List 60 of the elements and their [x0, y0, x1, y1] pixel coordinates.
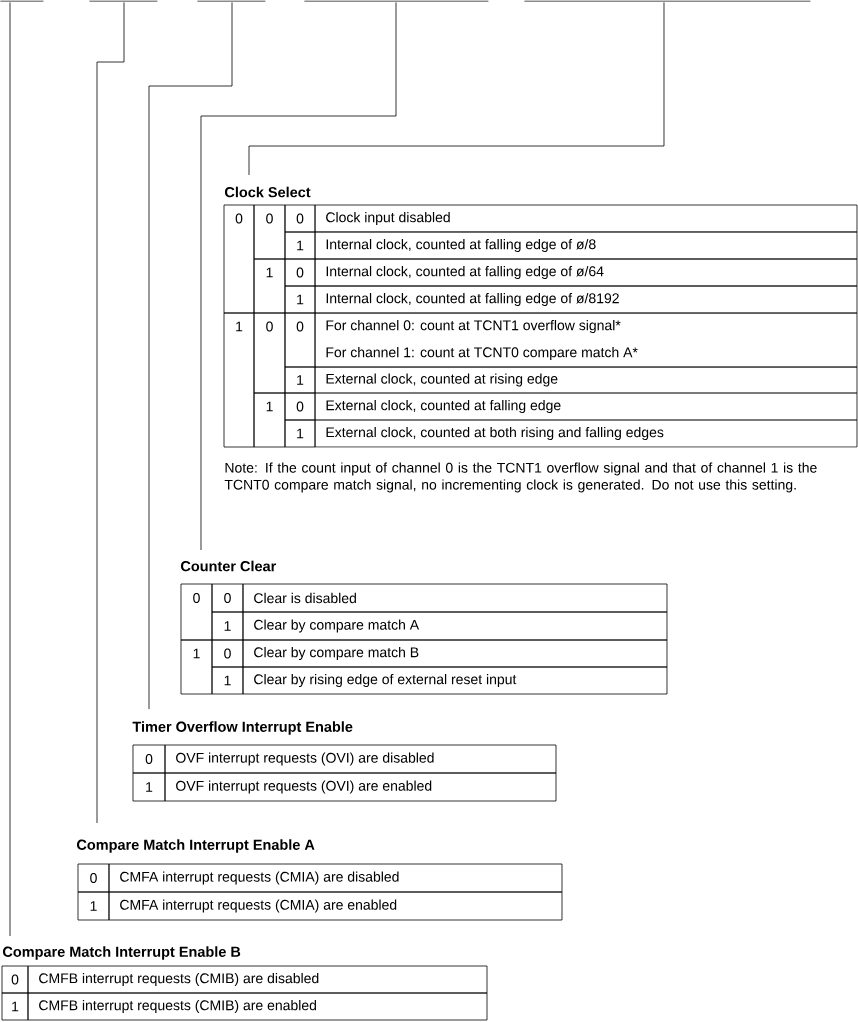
table-cell: 1: [253, 392, 286, 448]
table-cell: 1: [284, 419, 316, 448]
register-bit-line: [304, 0, 489, 2]
table-cell: 1: [284, 366, 316, 394]
leader-line: [148, 2, 233, 710]
table-heading: Clock Select: [225, 186, 311, 198]
leader-line: [96, 2, 125, 824]
table-cell: 0: [223, 204, 255, 314]
table-cell: 1: [77, 891, 110, 921]
leader-line: [248, 2, 665, 176]
table-heading: Timer Overflow Interrupt Enable: [132, 721, 353, 735]
table-cell: 0: [284, 204, 316, 233]
table-cell: 0: [211, 639, 244, 668]
cell-text: For channel 1: count at TCNT0 compare match A*: [326, 347, 638, 361]
table-cell: Clear by compare match B: [242, 639, 668, 668]
table-cell: Internal clock, counted at falling edge of ø/64: [314, 258, 858, 287]
note-text: Note: If the count input of channel 0 is the TCNT1 overflow signal and that of channel 1 is the TCNT0 compare match signal, no incrementing clock is generated. Do not use this setting.: [224, 462, 817, 493]
table-cell: Clear is disabled: [242, 583, 668, 613]
leader-line: [200, 2, 397, 551]
table-cell: 0: [284, 392, 316, 421]
table-cell: OVF interrupt requests (OVI) are disabled: [164, 744, 557, 774]
table-cell: 1: [180, 639, 213, 695]
table-cell: Internal clock, counted at falling edge of ø/8192: [314, 285, 858, 314]
table-cell: 0: [180, 583, 213, 641]
table-cell: 0: [253, 204, 286, 260]
table-heading: Compare Match Interrupt Enable B: [3, 946, 241, 960]
table-cell: 1: [132, 772, 166, 802]
table-cell: 0: [284, 258, 316, 287]
table-cell: Internal clock, counted at falling edge of ø/8: [314, 231, 858, 260]
table-cell: 0: [211, 583, 244, 613]
table-cell: Clock input disabled: [314, 204, 858, 233]
table-cell: 0: [284, 312, 316, 368]
table-cell: 1: [211, 666, 244, 695]
table-cell: OVF interrupt requests (OVI) are enabled: [164, 772, 557, 802]
table-cell: 1: [223, 312, 255, 448]
table-cell: 1: [253, 258, 286, 314]
table-cell: Clear by compare match A: [242, 611, 668, 641]
table-cell: CMFA interrupt requests (CMIA) are enabled: [108, 891, 563, 921]
register-bit-line: [197, 0, 266, 2]
table-cell: 1: [1, 992, 29, 1021]
table-cell: 0: [77, 863, 110, 893]
register-bit-line: [0, 0, 44, 2]
table-cell: 1: [284, 231, 316, 260]
table-cell: CMFB interrupt requests (CMIB) are disabled: [27, 965, 488, 994]
table-cell: CMFB interrupt requests (CMIB) are enabled: [27, 992, 488, 1021]
leader-line: [9, 2, 11, 937]
table-cell: 0: [132, 744, 166, 774]
table-cell: 0: [1, 965, 29, 994]
table-cell: Clear by rising edge of external reset input: [242, 666, 668, 695]
table-cell: 1: [284, 285, 316, 314]
table-heading: Counter Clear: [181, 560, 277, 572]
table-cell: External clock, counted at falling edge: [314, 392, 858, 421]
table-cell: External clock, counted at rising edge: [314, 366, 858, 394]
register-bit-line: [89, 0, 158, 2]
table-cell: 1: [211, 611, 244, 641]
table-cell: CMFA interrupt requests (CMIA) are disabled: [108, 863, 563, 893]
register-bit-line: [524, 0, 811, 2]
table-cell: External clock, counted at both rising and falling edges: [314, 419, 858, 448]
table-cell: 0: [253, 312, 286, 394]
table-heading: Compare Match Interrupt Enable A: [77, 839, 315, 853]
